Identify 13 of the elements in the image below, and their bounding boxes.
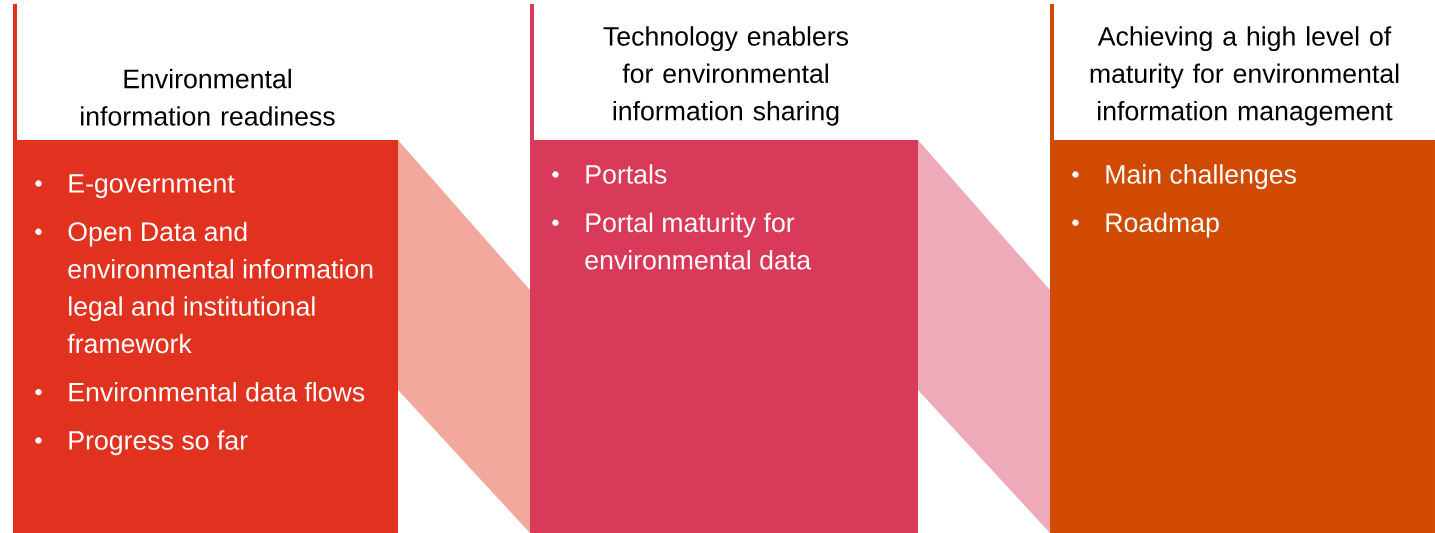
bullet-item: E-government [35,174,235,199]
heading-text: Achieving a high level of maturity for environmental information management [1090,26,1399,126]
heading-text: Environmental information readiness [81,68,335,126]
bullet-item: Portals [552,164,667,184]
bullet-item: Roadmap [1072,212,1219,238]
connector-band [398,140,530,533]
heading-text: Technology enablers for environmental information sharing [603,26,848,126]
bullet-item: Main challenges [1072,164,1296,190]
bullet-item: Portal maturity for environmental data [552,212,811,270]
bullet-item: Progress so far [35,430,248,456]
bullet-item: Open Data and environmental information legal and institutional framework [35,221,373,354]
bullet-item: Environmental data flows [35,381,365,402]
connector-band [918,140,1050,533]
